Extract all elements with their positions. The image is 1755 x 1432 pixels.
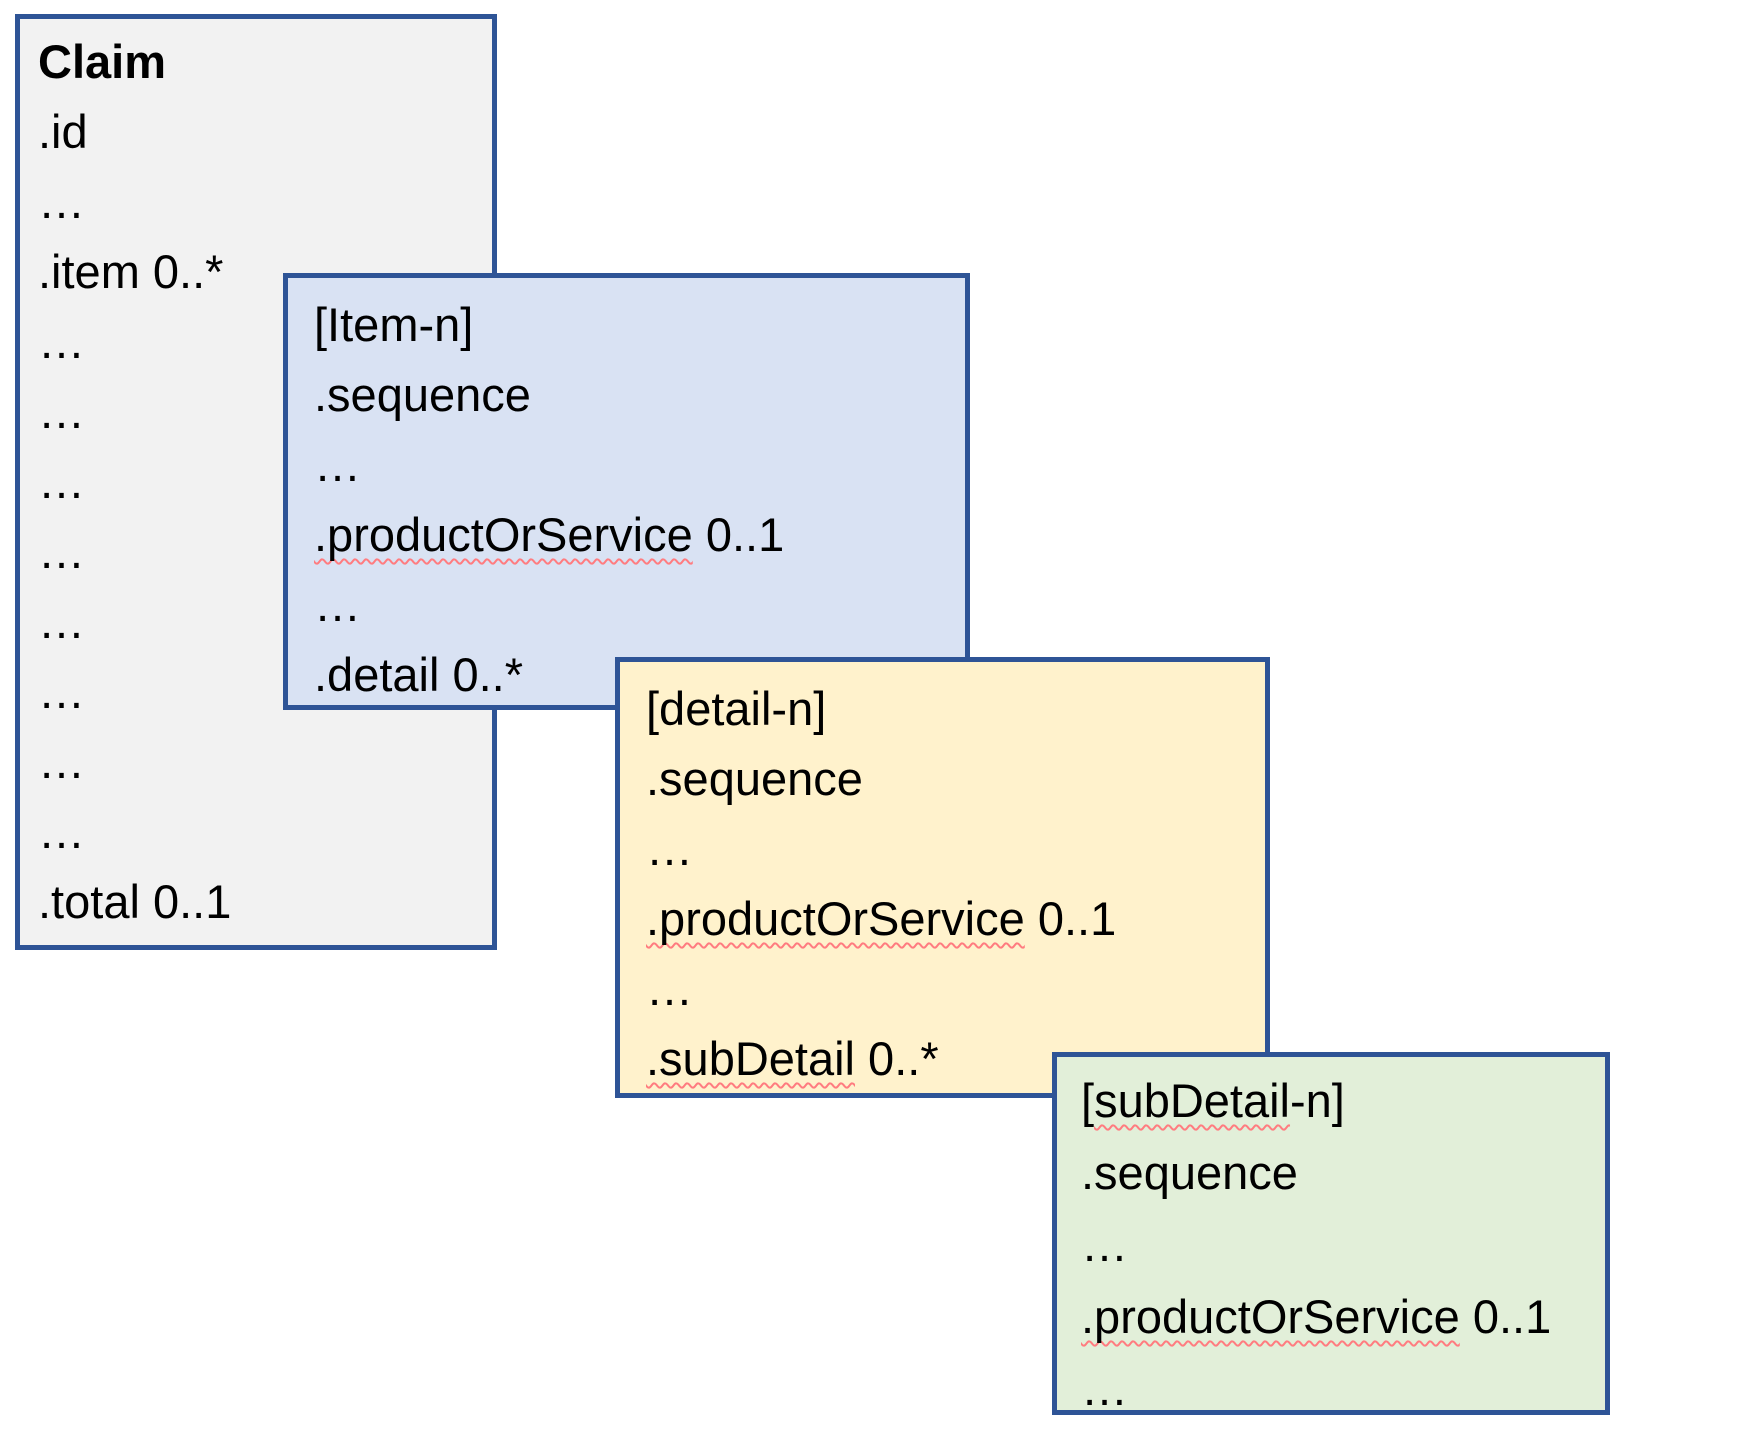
box-title: [Item-n]: [314, 290, 965, 360]
text-segment: .sequence: [314, 368, 531, 421]
misspelled-text: .productOrService: [314, 508, 693, 561]
subdetail-box: [subDetail-n] .sequence … .productOrService…: [1052, 1052, 1610, 1415]
misspelled-text: subDetail: [1094, 1074, 1291, 1127]
text-segment: .id: [38, 105, 88, 158]
text-segment: …: [38, 385, 85, 438]
item-box: [Item-n] .sequence … .productOrService 0..1…: [283, 273, 970, 710]
field-row: .productOrService 0..1: [1081, 1281, 1605, 1353]
text-segment: 0..1: [692, 508, 785, 561]
text-segment: .sequence: [646, 752, 863, 805]
ellipsis-row: …: [38, 447, 492, 517]
field-row: .total 0..1: [38, 867, 492, 937]
ellipsis-row: …: [1081, 1353, 1605, 1425]
text-segment: …: [38, 735, 85, 788]
detail-box: [detail-n] .sequence … .productOrService 0.…: [615, 657, 1270, 1098]
field-row: .sequence: [1081, 1137, 1605, 1209]
misspelled-text: .productOrService: [1081, 1290, 1460, 1343]
box-title: Claim: [38, 27, 492, 97]
text-segment: …: [38, 175, 85, 228]
text-segment: …: [1081, 1218, 1128, 1271]
text-segment: 0..1: [1459, 1290, 1552, 1343]
field-row: .productOrService 0..1: [314, 500, 965, 570]
ellipsis-row: …: [314, 430, 965, 500]
text-segment: .detail 0..*: [314, 648, 524, 701]
ellipsis-row: …: [38, 587, 492, 657]
text-segment: …: [38, 665, 85, 718]
ellipsis-row: …: [1081, 1209, 1605, 1281]
text-segment: [: [1081, 1074, 1095, 1127]
field-row: .detail 0..*: [314, 640, 965, 710]
field-row: .subDetail 0..*: [646, 1024, 1265, 1094]
ellipsis-row: …: [646, 954, 1265, 1024]
box-title: [detail-n]: [646, 674, 1265, 744]
text-segment: -n]: [1290, 1074, 1345, 1127]
field-row: .productOrService 0..1: [646, 884, 1265, 954]
box-title: [subDetail-n]: [1081, 1065, 1605, 1137]
field-row: .sequence: [646, 744, 1265, 814]
ellipsis-row: …: [38, 377, 492, 447]
text-segment: Claim: [38, 35, 166, 88]
field-row: .id: [38, 97, 492, 167]
text-segment: .item 0..*: [38, 245, 224, 298]
text-segment: …: [38, 315, 85, 368]
ellipsis-row: …: [38, 657, 492, 727]
text-segment: [Item-n]: [314, 298, 474, 351]
text-segment: …: [1081, 1362, 1128, 1415]
text-segment: …: [314, 578, 361, 631]
ellipsis-row: …: [38, 517, 492, 587]
misspelled-text: .productOrService: [646, 892, 1025, 945]
ellipsis-row: …: [38, 797, 492, 867]
text-segment: 0..1: [1024, 892, 1117, 945]
text-segment: .total 0..1: [38, 875, 232, 928]
ellipsis-row: …: [646, 814, 1265, 884]
text-segment: …: [38, 455, 85, 508]
text-segment: …: [38, 525, 85, 578]
text-segment: …: [38, 805, 85, 858]
field-row: .sequence: [314, 360, 965, 430]
field-row: .item 0..*: [38, 237, 492, 307]
text-segment: …: [646, 962, 693, 1015]
ellipsis-row: …: [38, 727, 492, 797]
text-segment: .sequence: [1081, 1146, 1298, 1199]
text-segment: [detail-n]: [646, 682, 827, 735]
text-segment: …: [314, 438, 361, 491]
misspelled-text: .subDetail: [646, 1032, 855, 1085]
text-segment: …: [38, 595, 85, 648]
text-segment: …: [646, 822, 693, 875]
ellipsis-row: …: [38, 307, 492, 377]
ellipsis-row: …: [314, 570, 965, 640]
text-segment: 0..*: [855, 1032, 939, 1085]
ellipsis-row: …: [38, 167, 492, 237]
